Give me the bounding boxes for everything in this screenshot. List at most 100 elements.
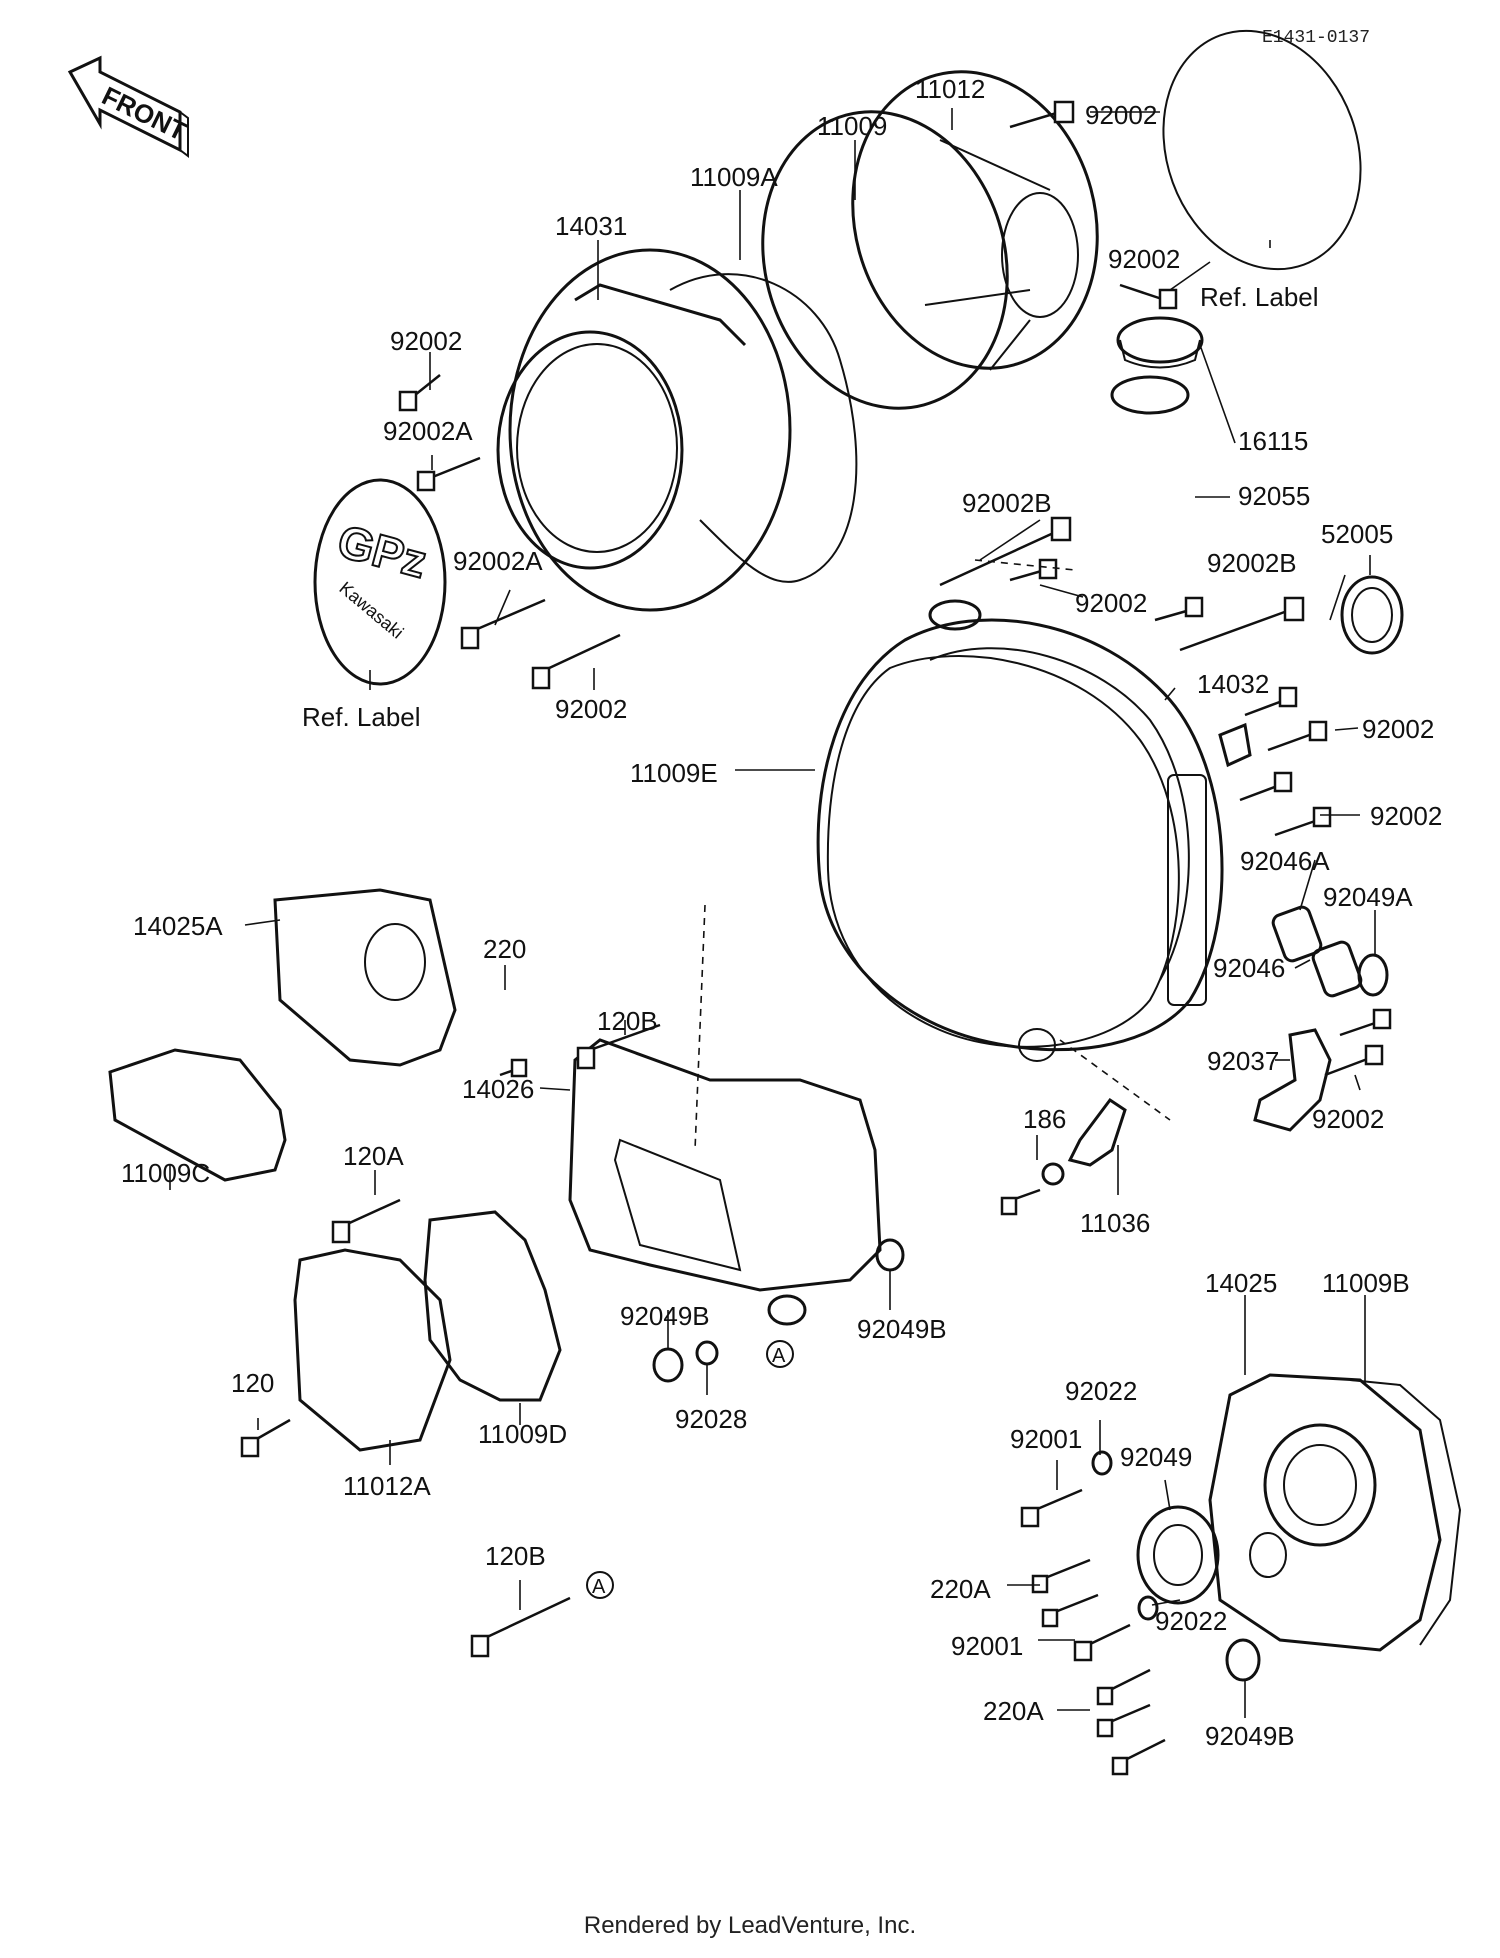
gasket-11009e: [826, 655, 1180, 1048]
label-ref-label: Ref. Label: [1200, 282, 1319, 312]
bracket-11036: [1067, 1097, 1127, 1167]
bolt-120b-lower: [470, 1596, 571, 1658]
bolt-92002-f: [1154, 596, 1204, 622]
crankcase-cover-14032: [816, 599, 1224, 1062]
label-92002: 92002: [390, 326, 462, 356]
oil-filler-cap-16115: [1116, 316, 1204, 369]
label-14031: 14031: [555, 211, 627, 241]
cover-14025: [1208, 1373, 1442, 1652]
bolt-220a-3: [1096, 1668, 1151, 1706]
washer-92022-upper: [1091, 1450, 1113, 1476]
bolt-220: [499, 1058, 528, 1078]
seal-92049b-lower: [1225, 1638, 1261, 1682]
o-ring-92055: [1110, 375, 1190, 415]
plate-92037: [1253, 1028, 1332, 1132]
label-92049b: 92049B: [857, 1314, 947, 1344]
bolt-92001-lower: [1073, 1623, 1131, 1662]
bolt-92002-l: [1324, 1044, 1384, 1077]
label-92022: 92022: [1155, 1606, 1227, 1636]
label-11012: 11012: [915, 74, 985, 104]
leader-lines: [169, 108, 1376, 1718]
washer-92022-lower: [1137, 1595, 1159, 1621]
label-11009d: 11009D: [478, 1419, 567, 1449]
label-11009e: 11009E: [630, 758, 718, 788]
label-11012a: 11012A: [343, 1471, 431, 1501]
bolt-92002-i: [1239, 771, 1293, 802]
front-arrow-icon: FRONT: [67, 55, 191, 158]
bolt-92002-h: [1267, 720, 1328, 752]
label-92049: 92049: [1120, 1442, 1192, 1472]
bolt-220a-4: [1096, 1703, 1151, 1738]
cover-14031: [496, 248, 792, 612]
label-92001: 92001: [1010, 1424, 1082, 1454]
label-92046: 92046: [1213, 953, 1285, 983]
bolt-92002a-b: [460, 598, 546, 650]
label-92022: 92022: [1065, 1376, 1137, 1406]
label-92002: 92002: [1108, 244, 1180, 274]
bolt-92002-b: [1119, 283, 1178, 310]
gasket-11009: [761, 110, 1009, 410]
kawasaki-logo: Kawasaki: [335, 578, 407, 643]
ref-a-circle-lower: [586, 1571, 614, 1599]
washer-186: [1041, 1162, 1065, 1186]
footer-credit: Rendered by LeadVenture, Inc.: [583, 1912, 917, 1939]
bolt-220a-2: [1041, 1593, 1099, 1628]
label-92002b: 92002B: [962, 488, 1052, 518]
front-label: FRONT: [97, 80, 191, 146]
label-92002: 92002: [1085, 100, 1157, 130]
gasket-11009d: [423, 1210, 562, 1402]
gasket-11009c: [108, 1048, 287, 1182]
label-92055: 92055: [1238, 481, 1310, 511]
cover-11012a: [293, 1248, 452, 1452]
label-92037: 92037: [1207, 1046, 1279, 1076]
label-92002a: 92002A: [383, 416, 473, 446]
cover-14026: [568, 1038, 882, 1326]
label-14026: 14026: [462, 1074, 534, 1104]
part-labels: 11012 92002 11009 11009A 14031 92002 Ref…: [121, 74, 1442, 1751]
bolt-92002-g: [1244, 686, 1298, 717]
label-92001: 92001: [951, 1631, 1023, 1661]
bolt-92002a-a: [416, 456, 481, 492]
label-120a: 120A: [343, 1141, 404, 1171]
label-92049a: 92049A: [1323, 882, 1413, 912]
label-11009c: 11009C: [121, 1158, 210, 1188]
label-92046a: 92046A: [1240, 846, 1330, 876]
label-11036: 11036: [1080, 1208, 1150, 1238]
label-14032: 14032: [1197, 669, 1269, 699]
bolt-92002-c: [398, 374, 441, 412]
label-14025: 14025: [1205, 1268, 1277, 1298]
bolt-92002b-b: [1179, 596, 1305, 652]
dash-line-2: [1059, 1039, 1171, 1121]
bolt-92002b-a: [939, 516, 1072, 587]
label-52005: 52005: [1321, 519, 1393, 549]
label-220a: 220A: [930, 1574, 991, 1604]
label-92002: 92002: [555, 694, 627, 724]
bolt-120: [240, 1418, 291, 1458]
ref-label-disc-upper: [1162, 29, 1362, 271]
label-120: 120: [231, 1368, 274, 1398]
label-92049b: 92049B: [1205, 1721, 1295, 1751]
outer-cover-11012: [851, 70, 1099, 371]
ref-a-circle-upper: [766, 1340, 794, 1368]
pulser-cover-14025a: [273, 888, 457, 1067]
label-92002: 92002: [1362, 714, 1434, 744]
label-16115: 16115: [1238, 426, 1308, 456]
label-92049b: 92049B: [620, 1301, 710, 1331]
gasket-11009b: [1349, 1379, 1462, 1646]
label-220a: 220A: [983, 1696, 1044, 1726]
label-92002b: 92002B: [1207, 548, 1297, 578]
bracket-92037-upper: [1218, 722, 1252, 768]
bolt-92002-a: [1009, 100, 1075, 129]
label-ref-label: Ref. Label: [302, 702, 421, 732]
label-11009: 11009: [817, 111, 887, 141]
ref-a-lower: A: [592, 1576, 606, 1598]
label-14025a: 14025A: [133, 911, 223, 941]
seal-92049a: [1357, 953, 1389, 997]
label-220: 220: [483, 934, 526, 964]
bolt-92002-e: [1009, 558, 1058, 582]
label-92002: 92002: [1312, 1104, 1384, 1134]
bolt-92002-k: [1339, 1008, 1392, 1037]
label-120b: 120B: [597, 1006, 658, 1036]
label-92002a: 92002A: [453, 546, 543, 576]
